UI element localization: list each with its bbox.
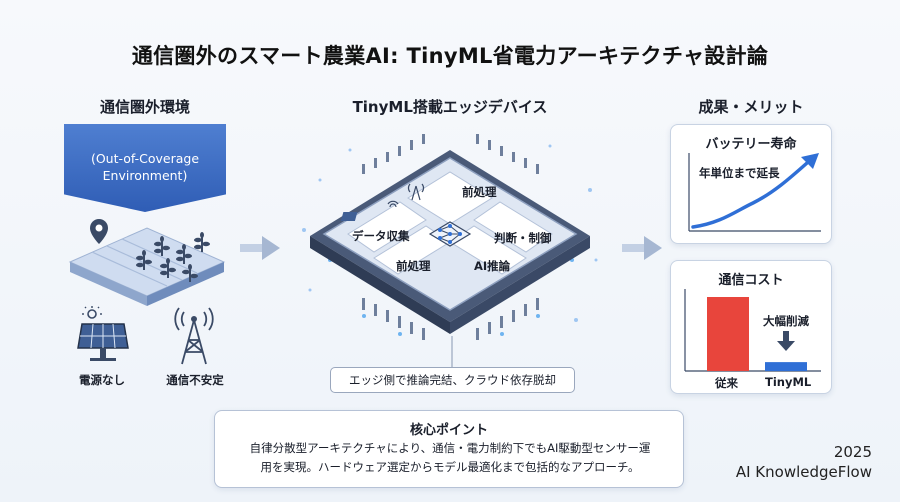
banner-line-2: Environment)	[102, 168, 188, 183]
key-point-line-1: 自律分散型アーキテクチャにより、通信・電力制約下でもAI駆動型センサー運	[249, 441, 651, 455]
footer-brand: AI KnowledgeFlow	[735, 463, 872, 481]
farm-field-illustration	[68, 219, 226, 306]
signal-tower-icon	[174, 307, 214, 365]
key-point-body: 自律分散型アーキテクチャにより、通信・電力制約下でもAI駆動型センサー運 用を実…	[229, 439, 671, 477]
footer-year: 2025	[833, 443, 872, 461]
solar-panel-icon	[77, 306, 129, 361]
battery-title: バッテリー寿命	[705, 137, 797, 152]
footer: 2025 AI KnowledgeFlow	[736, 442, 872, 482]
bar-before-label: 従来	[715, 376, 738, 390]
left-heading: 通信圏外環境	[99, 98, 190, 116]
right-heading: 成果・メリット	[698, 98, 804, 116]
edge-caption: エッジ側で推論完結、クラウド依存脱却	[330, 367, 575, 393]
caption-connector	[451, 336, 453, 368]
comm-cost-title: 通信コスト	[718, 273, 784, 288]
battery-arrow-head	[801, 153, 819, 169]
neural-network-icon	[428, 221, 472, 247]
key-point-box: 核心ポイント 自律分散型アーキテクチャにより、通信・電力制約下でもAI駆動型セン…	[214, 410, 684, 488]
center-heading: TinyML搭載エッジデバイス	[352, 98, 548, 116]
comm-cost-panel: 通信コスト 大幅削減 従来 TinyML	[670, 260, 832, 394]
bar-before	[707, 297, 749, 371]
ai-inference-label: AI推論	[474, 259, 511, 273]
sensor-icons	[340, 183, 425, 221]
battery-panel: バッテリー寿命 年単位まで延長	[670, 124, 832, 244]
battery-series-line	[691, 161, 809, 229]
down-arrow-icon	[777, 331, 795, 351]
arrow-right-icon-2	[622, 236, 662, 260]
bar-after-label: TinyML	[765, 375, 812, 389]
edge-device-chip	[302, 134, 598, 340]
location-pin-icon	[90, 219, 108, 244]
preprocess-top-label: 前処理	[462, 185, 497, 199]
arrow-right-icon	[240, 236, 280, 260]
key-point-line-2: 用を実現。ハードウェア選定からモデル最適化まで包括的なアプローチ。	[260, 460, 640, 474]
data-collection-label: データ収集	[352, 229, 410, 243]
judgment-control-label: 判断・制御	[494, 231, 552, 245]
comm-cost-bar-chart	[684, 289, 821, 372]
key-point-title: 核心ポイント	[409, 423, 488, 438]
unstable-comm-label: 通信不安定	[166, 373, 224, 387]
battery-line-chart	[688, 153, 821, 232]
battery-note: 年単位まで延長	[699, 166, 780, 180]
comm-cost-note: 大幅削減	[763, 314, 809, 328]
no-power-label: 電源なし	[79, 373, 125, 387]
page-title: 通信圏外のスマート農業AI: TinyML省電力アーキテクチャ設計論	[131, 44, 769, 68]
preprocess-bottom-label: 前処理	[396, 259, 431, 273]
environment-banner: (Out-of-Coverage Environment)	[64, 124, 226, 212]
banner-line-1: (Out-of-Coverage	[90, 151, 200, 166]
bar-after	[765, 362, 807, 371]
